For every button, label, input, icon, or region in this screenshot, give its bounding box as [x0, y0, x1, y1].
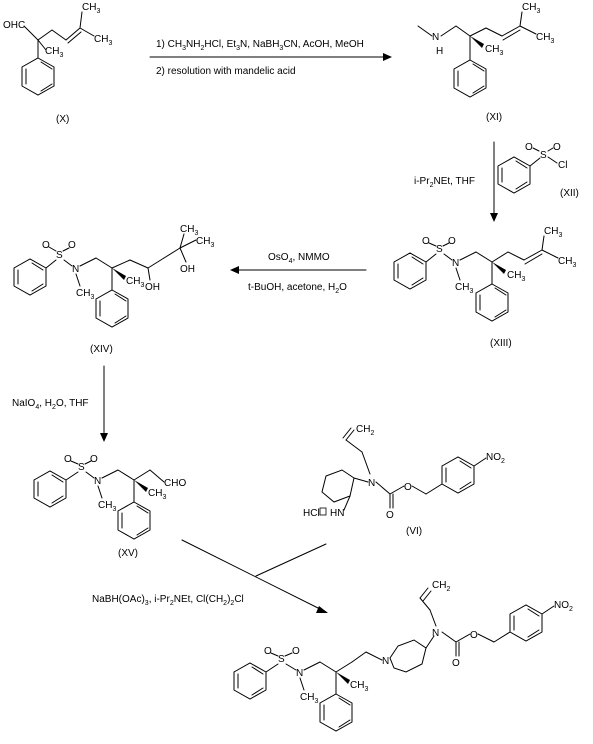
compound-xiv-structure: S O O N CH3 CH3 CH3 OH OH CH3 — [13, 224, 214, 328]
methyl-label: CH3 — [522, 2, 540, 15]
carbonyl-oxygen-label: O — [386, 510, 394, 521]
hydroxyl-label: OH — [145, 282, 160, 293]
sulfur-label: S — [540, 150, 547, 161]
compound-label-xii: (XII) — [560, 188, 579, 199]
oxygen-label: O — [448, 236, 456, 247]
hcl-label: HCl — [303, 508, 320, 519]
ester-oxygen-label: O — [404, 482, 412, 493]
sulfur-label: S — [436, 244, 443, 255]
nitrogen-label: N — [432, 628, 439, 639]
methyl-label: CH3 — [558, 256, 576, 269]
oxygen-label: O — [42, 240, 50, 251]
amine-label: N — [432, 32, 439, 43]
methyl-label: CH3 — [300, 692, 318, 705]
methyl-label: CH3 — [76, 288, 94, 301]
methyl-label: CH3 — [98, 500, 116, 513]
nitrogen-label: N — [452, 258, 459, 269]
methyl-label: CH3 — [536, 32, 554, 45]
hydroxyl-label: OH — [180, 264, 195, 275]
hydrogen-label: H — [436, 46, 443, 57]
aldehyde-label: CHO — [164, 478, 186, 489]
methyl-label: CH3 — [148, 488, 166, 501]
methyl-label: CH3 — [350, 680, 368, 693]
oxygen-label: O — [68, 240, 76, 251]
methyl-label: CH3 — [485, 44, 503, 57]
step1-conditions-line1: 1) CH3NH2HCl, Et3N, NaBH3CN, AcOH, MeOH — [156, 39, 364, 52]
compound-label-x: (X) — [56, 114, 69, 125]
methyl-label: CH3 — [507, 270, 525, 283]
methyl-label: CH3 — [544, 226, 562, 239]
final-product-structure: S O O N CH3 N N CH2 O O — [233, 580, 573, 732]
methyl-label: CH3 — [180, 224, 198, 237]
sulfur-label: S — [56, 250, 63, 261]
methyl-label: CH3 — [196, 236, 214, 249]
piperidine-n-label: N — [382, 656, 389, 667]
compound-xi-structure: N H CH3 CH3 CH3 — [417, 2, 554, 98]
oxygen-label: O — [292, 646, 300, 657]
reagent-join-line — [255, 543, 327, 577]
step4-conditions: NaIO4, H2O, THF — [12, 398, 89, 411]
methyl-label: CH3 — [94, 34, 112, 47]
chlorine-label: Cl — [558, 160, 567, 171]
sulfur-label: S — [278, 654, 285, 665]
vinyl-label: CH2 — [432, 580, 450, 593]
compound-vi-structure: CH2 N HCl HN O O NO2 — [303, 424, 505, 521]
piperidine-nh-label: HN — [330, 508, 344, 519]
compound-label-xiii: (XIII) — [490, 338, 512, 349]
nitrogen-label: N — [368, 478, 375, 489]
carbonyl-oxygen-label: O — [452, 658, 460, 669]
oxygen-label: O — [422, 236, 430, 247]
step1-conditions-line2: 2) resolution with mandelic acid — [156, 66, 296, 77]
nitro-label: NO2 — [486, 452, 505, 465]
oxygen-label: O — [553, 142, 561, 153]
compound-xiii-structure: S O O N CH3 CH3 CH3 CH3 — [393, 226, 576, 322]
oxygen-label: O — [264, 646, 272, 657]
compound-label-xi: (XI) — [486, 112, 502, 123]
methyl-label: CH3 — [45, 46, 63, 59]
oxygen-label: O — [525, 142, 533, 153]
compound-xv-structure: S O O N CH3 CHO CH3 — [33, 454, 186, 540]
methyl-label: CH3 — [126, 276, 144, 289]
step3-conditions-line2: t-BuOH, acetone, H2O — [248, 282, 347, 295]
nitrogen-label: N — [94, 476, 101, 487]
compound-xii-structure: S O O Cl — [497, 142, 567, 194]
reaction-arrow — [181, 539, 327, 613]
vinyl-label: CH2 — [356, 424, 374, 437]
sulfur-label: S — [78, 462, 85, 473]
methyl-label: CH3 — [455, 282, 473, 295]
nitrogen-label: N — [72, 264, 79, 275]
methyl-label: CH3 — [82, 2, 100, 15]
aldehyde-label: OHC — [3, 20, 25, 31]
compound-label-vi: (VI) — [406, 526, 422, 537]
compound-label-xiv: (XIV) — [90, 344, 113, 355]
step3-conditions-line1: OsO4, NMMO — [268, 252, 330, 265]
nitro-label: NO2 — [554, 600, 573, 613]
nitrogen-label: N — [296, 668, 303, 679]
compound-label-xv: (XV) — [118, 548, 138, 559]
step2-conditions: i-Pr2NEt, THF — [414, 176, 475, 189]
ester-oxygen-label: O — [470, 630, 478, 641]
compound-x-structure: OHC CH3 CH3 CH3 — [3, 2, 112, 96]
step5-conditions: NaBH(OAc)3, i-Pr2NEt, Cl(CH2)2Cl — [92, 594, 244, 607]
oxygen-label: O — [64, 454, 72, 465]
oxygen-label: O — [90, 454, 98, 465]
